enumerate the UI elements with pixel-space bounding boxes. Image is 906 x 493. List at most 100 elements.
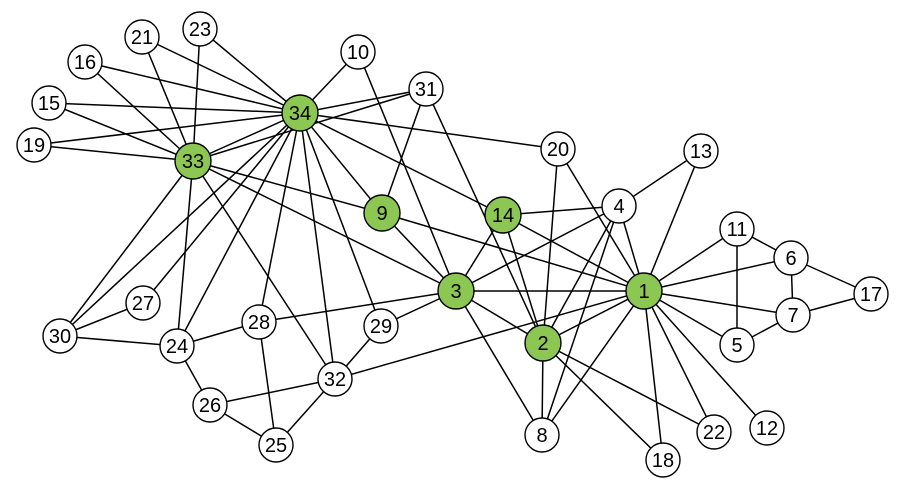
node-27: 27	[125, 285, 161, 321]
node-label-21: 21	[131, 27, 153, 49]
node-label-23: 23	[189, 19, 211, 41]
node-16: 16	[67, 44, 103, 80]
edge-2-4	[542, 205, 620, 344]
node-label-10: 10	[347, 42, 369, 64]
edge-1-13	[643, 150, 702, 292]
edge-1-12	[643, 290, 768, 429]
node-circle-3	[437, 272, 475, 310]
edge-9-31	[381, 88, 427, 214]
node-13: 13	[683, 133, 719, 169]
node-circle-16	[67, 44, 103, 80]
node-circle-32	[317, 361, 353, 397]
node-circle-23	[182, 11, 218, 47]
edge-4-14	[502, 205, 620, 216]
node-circle-2	[524, 324, 562, 362]
edge-2-22	[542, 342, 715, 433]
edge-19-34	[33, 112, 301, 146]
edge-3-8	[455, 290, 543, 436]
node-label-16: 16	[74, 52, 96, 74]
edge-24-33	[176, 160, 194, 347]
node-circle-30	[42, 318, 78, 354]
node-label-12: 12	[756, 418, 778, 440]
node-label-15: 15	[38, 93, 60, 115]
node-label-14: 14	[492, 205, 514, 227]
node-label-33: 33	[182, 151, 204, 173]
node-19: 19	[16, 127, 52, 163]
edge-1-9	[381, 212, 645, 292]
node-7: 7	[775, 297, 811, 333]
node-label-11: 11	[727, 219, 748, 241]
node-label-20: 20	[547, 139, 569, 161]
edge-16-33	[84, 61, 194, 162]
edge-31-34	[299, 88, 427, 114]
edge-1-32	[334, 290, 645, 380]
edge-1-7	[643, 290, 794, 316]
node-label-4: 4	[613, 196, 624, 218]
node-25: 25	[258, 427, 294, 463]
node-label-34: 34	[289, 103, 311, 125]
node-33: 33	[174, 142, 212, 180]
node-label-31: 31	[415, 79, 437, 101]
node-17: 17	[853, 276, 889, 312]
node-10: 10	[340, 34, 376, 70]
node-label-24: 24	[166, 336, 188, 358]
edge-21-34	[141, 36, 301, 114]
node-31: 31	[408, 71, 444, 107]
node-circle-12	[749, 410, 785, 446]
edge-1-14	[502, 214, 645, 292]
node-circle-10	[340, 34, 376, 70]
edge-33-34	[192, 112, 301, 162]
node-circle-29	[363, 308, 399, 344]
node-circle-34	[281, 94, 319, 132]
node-15: 15	[31, 85, 67, 121]
node-label-13: 13	[690, 141, 712, 163]
edge-1-22	[643, 290, 715, 433]
node-label-2: 2	[537, 333, 548, 355]
node-1: 1	[625, 272, 663, 310]
edge-27-34	[142, 112, 301, 304]
node-label-5: 5	[731, 335, 742, 357]
node-circle-28	[241, 304, 277, 340]
node-circle-18	[645, 442, 681, 478]
edge-2-14	[502, 214, 544, 344]
node-label-9: 9	[376, 203, 387, 225]
node-circle-5	[719, 327, 755, 363]
edge-30-33	[59, 160, 194, 337]
edge-15-33	[48, 102, 194, 162]
node-circle-6	[773, 240, 809, 276]
node-label-30: 30	[49, 326, 71, 348]
edge-2-20	[542, 148, 559, 344]
node-circle-8	[524, 417, 560, 453]
node-22: 22	[696, 414, 732, 450]
node-label-8: 8	[536, 425, 547, 447]
node-6: 6	[773, 240, 809, 276]
node-28: 28	[241, 304, 277, 340]
edge-16-34	[84, 61, 301, 114]
edge-24-30	[59, 335, 178, 347]
node-circle-21	[124, 19, 160, 55]
node-circle-20	[540, 131, 576, 167]
node-circle-1	[625, 272, 663, 310]
node-34: 34	[281, 94, 319, 132]
node-label-1: 1	[638, 281, 649, 303]
node-circle-9	[363, 194, 401, 232]
node-label-32: 32	[324, 369, 346, 391]
node-label-27: 27	[132, 293, 154, 315]
node-4: 4	[601, 188, 637, 224]
node-2: 2	[524, 324, 562, 362]
node-8: 8	[524, 417, 560, 453]
node-circle-31	[408, 71, 444, 107]
edge-26-32	[209, 378, 336, 406]
node-9: 9	[363, 194, 401, 232]
node-29: 29	[363, 308, 399, 344]
node-circle-22	[696, 414, 732, 450]
edge-32-34	[299, 112, 336, 380]
edge-15-34	[48, 102, 301, 114]
edge-1-18	[643, 290, 664, 461]
edge-9-33	[192, 160, 383, 214]
edge-25-28	[258, 321, 277, 446]
node-5: 5	[719, 327, 755, 363]
edge-1-8	[541, 290, 645, 436]
node-32: 32	[317, 361, 353, 397]
